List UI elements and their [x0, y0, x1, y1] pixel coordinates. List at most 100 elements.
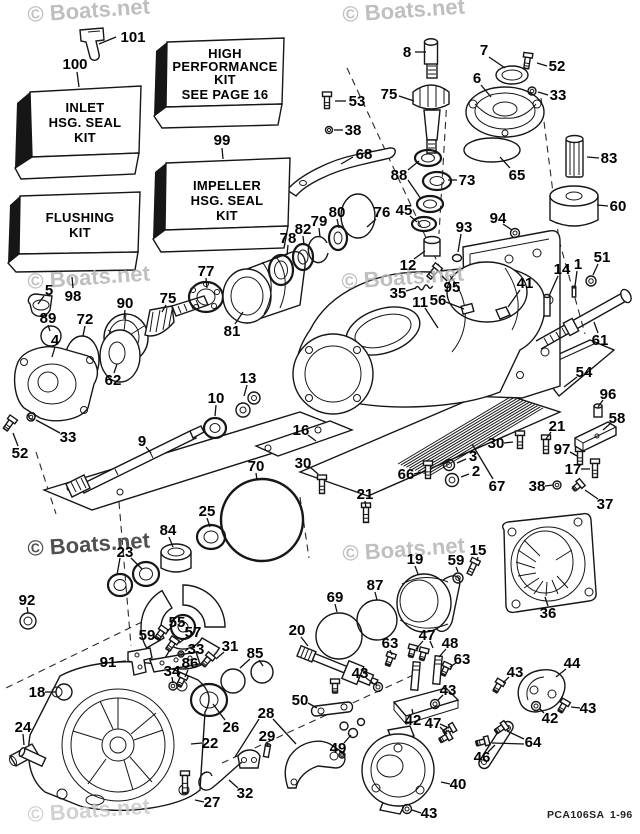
leader-line-7 [488, 56, 506, 69]
nut [527, 86, 537, 96]
part-label-11-36: 11 [412, 294, 428, 311]
leader-line-31 [215, 651, 225, 660]
clamp-28 [237, 749, 261, 769]
shift-arm [284, 740, 346, 789]
anode-bar-58 [574, 421, 617, 452]
kit-label-line: PERFORMANCE [172, 59, 277, 74]
leader-line-90 [123, 309, 126, 320]
link-46 [478, 720, 514, 770]
leader-line-96 [597, 399, 604, 408]
leader-line-63 [389, 649, 393, 656]
part-label-93-38: 93 [456, 219, 473, 236]
leader-line-76 [366, 218, 377, 228]
part-label-26-81: 26 [223, 719, 240, 736]
leader-line-67 [471, 443, 494, 480]
leader-line-60 [596, 204, 609, 207]
part-label-8-6: 8 [403, 44, 411, 61]
part-label-41-43: 41 [517, 275, 534, 292]
part-label-18-78: 18 [29, 684, 46, 701]
nut [452, 572, 464, 584]
part-label-10-63: 10 [208, 390, 225, 407]
washer-13b [247, 391, 261, 405]
part-label-65-13: 65 [509, 167, 526, 184]
part-label-91-75: 91 [100, 654, 117, 671]
part-label-59-71: 59 [139, 627, 156, 644]
nut [442, 458, 456, 472]
bolt [493, 719, 511, 735]
nut [401, 803, 413, 815]
washer-13a [235, 402, 251, 418]
kit-label-line: KIT [216, 208, 238, 223]
pin [543, 293, 551, 317]
part-label-43-107: 43 [580, 700, 597, 717]
leader-line-29 [266, 741, 269, 748]
shaft-20 [296, 644, 379, 687]
leader-line-12 [413, 250, 426, 260]
kit-label-line: KIT [69, 225, 91, 240]
leader-line-35 [405, 287, 417, 292]
leader-line-43 [502, 676, 510, 684]
leader-line-78 [286, 244, 289, 256]
oring-65 [463, 137, 521, 163]
leader-line-55 [166, 626, 173, 632]
leader-line-19 [414, 565, 419, 575]
leader-line-50 [307, 702, 318, 709]
part-label-38-52: 38 [529, 478, 546, 495]
leader-line-84 [168, 536, 174, 548]
part-label-59-94: 59 [448, 552, 465, 569]
nut [444, 472, 460, 488]
leader-line-69 [334, 603, 338, 613]
leader-line-75 [398, 95, 415, 102]
part-label-37-53: 37 [597, 496, 614, 513]
bolt [589, 458, 601, 479]
bolt [2, 413, 19, 432]
part-label-90-26: 90 [117, 295, 134, 312]
leader-line-59 [153, 636, 161, 640]
mount-60 [549, 185, 599, 227]
shaft-83 [565, 134, 584, 178]
part-label-43-101: 43 [352, 665, 369, 682]
part-label-33-11: 33 [550, 87, 567, 104]
nut [177, 650, 185, 658]
washer-82 [291, 242, 315, 272]
leader-line-68 [340, 156, 354, 165]
leader-line-36 [544, 596, 549, 607]
plug-5 [27, 293, 53, 317]
nozzle-19 [396, 573, 461, 633]
leader-line-48 [438, 648, 447, 658]
pin [423, 38, 439, 65]
part-label-32-87: 32 [237, 785, 254, 802]
leader-line-5 [37, 295, 45, 305]
leader-line-23 [130, 557, 143, 570]
leader-line-56 [445, 301, 465, 310]
bolt [164, 634, 181, 653]
part-label-25-70: 25 [199, 503, 216, 520]
part-label-47-104: 47 [425, 715, 442, 732]
part-label-43-106: 43 [507, 664, 524, 681]
nut [509, 227, 521, 239]
leader-line-54 [563, 376, 578, 388]
bolt [557, 697, 572, 714]
leader-line-16 [307, 434, 317, 442]
kit-label-line: IMPELLER [193, 178, 261, 193]
detent-49 [339, 717, 366, 739]
part-label-70-56: 70 [248, 458, 265, 475]
bolt [418, 646, 430, 662]
part-label-57-73: 57 [185, 624, 202, 641]
kit-label-line: HIGH [208, 46, 242, 61]
dashed-axis-lines [5, 67, 586, 764]
housing-4 [13, 346, 99, 422]
leader-line-20 [300, 636, 309, 647]
leader-line-44 [555, 668, 567, 678]
leader-line-63 [449, 662, 457, 668]
oring-87 [356, 599, 398, 641]
kit-boxes: INLET HSG. SEAL KIT HIGH PERFORMANCE KIT… [6, 37, 291, 273]
tilt-tube-61 [535, 288, 632, 350]
engine-mount-42 [392, 655, 460, 726]
leader-line-33 [537, 91, 549, 96]
link-50 [310, 701, 354, 717]
kit-box-impeller: IMPELLER HSG. SEAL KIT [152, 157, 291, 253]
kit-label-line: FLUSHING [46, 210, 115, 225]
part-label-1-41: 1 [574, 256, 582, 273]
